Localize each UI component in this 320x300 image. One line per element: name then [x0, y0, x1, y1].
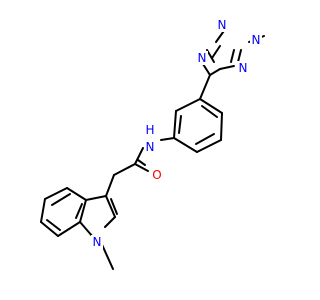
bond-25: [105, 195, 116, 218]
atom-label-background: [237, 61, 249, 75]
bond-26: [110, 198, 118, 215]
bond-14: [220, 112, 223, 141]
atom-tetrazole-n2: N: [216, 18, 228, 32]
bond-20: [134, 147, 144, 165]
bond-11: [173, 110, 177, 139]
bond-37: [46, 219, 61, 231]
atom-label-text: N: [198, 51, 207, 65]
bond-34: [40, 221, 59, 237]
bond-13: [196, 139, 222, 153]
bond-15: [199, 98, 223, 114]
bond-31: [66, 187, 87, 201]
bond-33: [40, 198, 46, 223]
bond-29: [79, 199, 87, 223]
bond-3: [206, 49, 215, 63]
atom-amide-nh: N: [144, 140, 156, 154]
bond-7: [202, 63, 211, 76]
bond-24: [105, 174, 115, 197]
atom-label-background: [91, 235, 103, 249]
atom-label-text: N: [239, 61, 248, 75]
bond-17: [195, 133, 215, 145]
bond-6: [230, 49, 235, 63]
atom-label-text: H: [145, 123, 154, 137]
bond-4: [219, 65, 235, 70]
atom-label-background: [216, 18, 228, 32]
bond-28: [79, 221, 94, 238]
atom-amide-h: H: [144, 123, 156, 137]
bond-35: [57, 221, 81, 237]
bond-8: [209, 68, 221, 76]
bond-30: [85, 195, 107, 201]
bond-22: [137, 159, 146, 166]
atom-label-background: [151, 168, 163, 182]
bond-2: [211, 45, 221, 59]
atom-label-background: [250, 33, 262, 47]
atom-label-text: O: [152, 168, 161, 182]
bond-9: [199, 74, 211, 100]
atom-label-background: [144, 123, 156, 137]
atom-label-text: N: [93, 235, 102, 249]
bond-12: [173, 137, 198, 153]
atom-label-background: [144, 140, 156, 154]
bond-16: [178, 115, 182, 134]
bond-21: [134, 163, 149, 172]
atom-label-background: [196, 51, 208, 65]
bond-32: [44, 187, 68, 200]
bond-23: [113, 163, 136, 176]
atom-label-text: N: [146, 140, 155, 154]
atom-amide-oxygen: O: [151, 168, 163, 182]
atom-tetrazole-n1: N: [250, 33, 262, 47]
atom-label-text: N: [218, 18, 227, 32]
bond-layer: [40, 27, 265, 270]
bond-36: [51, 193, 71, 206]
bond-38: [75, 203, 83, 219]
bond-27: [104, 216, 116, 228]
atom-label-text: N: [252, 33, 261, 47]
atom-indole-nitrogen: N: [91, 235, 103, 249]
atom-tetrazole-n3: N: [196, 51, 208, 65]
atom-tetrazole-n4: N: [237, 61, 249, 75]
bond-10: [175, 98, 201, 112]
bond-18: [201, 105, 218, 118]
bond-5: [237, 49, 242, 63]
bond-19: [160, 137, 175, 141]
